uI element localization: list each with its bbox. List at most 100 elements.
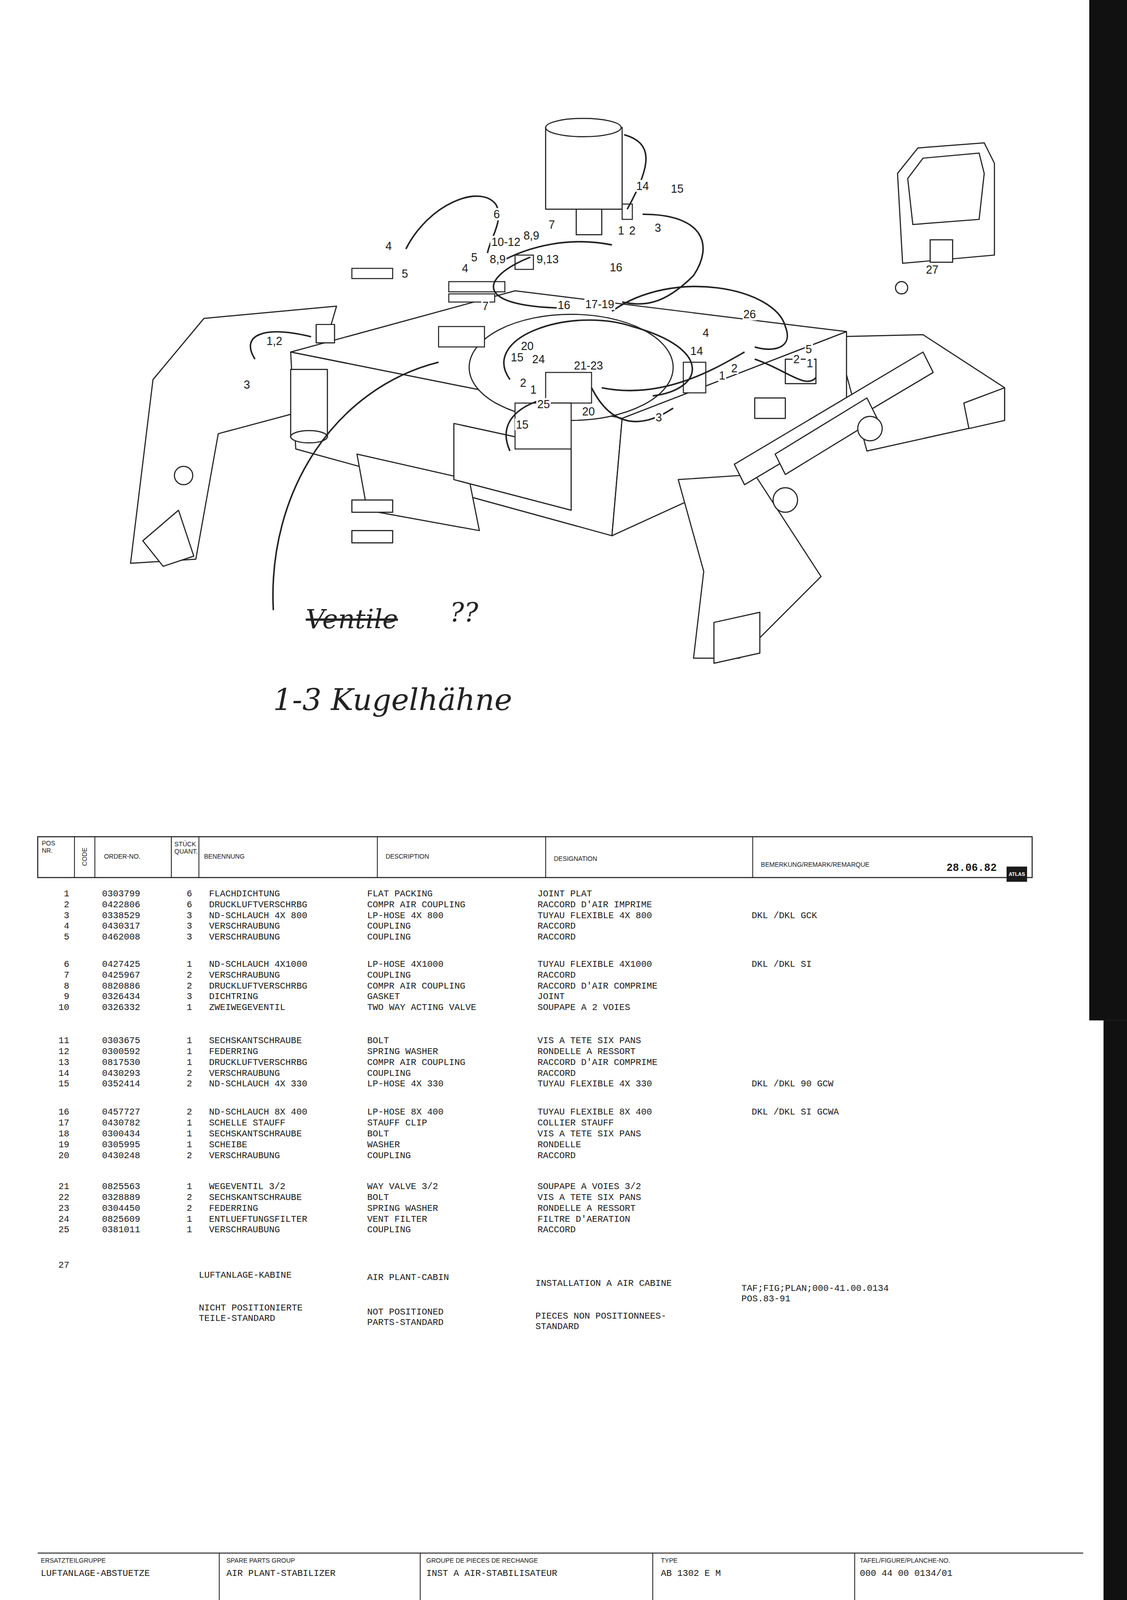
- table-header: CODE: [80, 847, 89, 866]
- table-cell: COUPLING: [367, 1149, 411, 1161]
- callout-number: 14: [689, 344, 704, 357]
- callout-number: 1: [617, 224, 626, 237]
- drawing-rect: [1103, 1020, 1127, 1600]
- footer-field: GROUPE DE PIECES DE RECHANGE: [426, 1556, 539, 1564]
- table-cell: DKL /DKL GCK: [751, 909, 818, 921]
- callout-number: 3: [653, 221, 663, 234]
- table-cell: JOINT PLAT: [537, 888, 593, 899]
- callout-number: 21-23: [573, 359, 604, 371]
- table-cell: SECHSKANTSCHRAUBE: [209, 1035, 302, 1046]
- drawing-path: [601, 351, 745, 391]
- footer-field: AIR PLANT-STABILIZER: [226, 1567, 336, 1579]
- table-cell: ND-SCHLAUCH 4X 330: [209, 1078, 308, 1089]
- table-cell: 2: [186, 980, 193, 991]
- table-cell: 0338529: [101, 909, 140, 921]
- table-cell: 6: [186, 888, 193, 899]
- table-header: DESIGNATION: [553, 854, 598, 863]
- table-cell: DKL /DKL SI GCWA: [751, 1106, 839, 1118]
- table-cell: 0817530: [101, 1056, 140, 1068]
- table-cell: FILTRE D'AERATION: [537, 1213, 631, 1224]
- footer-field: TYPE: [660, 1556, 678, 1564]
- drawing-polygon: [290, 351, 623, 536]
- table-cell: VERSCHRAUBUNG: [209, 920, 280, 932]
- table-header: DESCRIPTION: [385, 852, 429, 860]
- callout-number: 10-12: [490, 235, 522, 248]
- drawing-polygon: [907, 153, 984, 225]
- table-cell: SPRING WASHER: [367, 1046, 439, 1057]
- table-header: POS NR.: [41, 839, 60, 854]
- table-cell: 27: [58, 1259, 70, 1271]
- table-cell: 1: [186, 1002, 193, 1013]
- callout-number: 7: [481, 299, 490, 312]
- table-cell: RACCORD: [537, 969, 576, 980]
- table-cell: DKL /DKL 90 GCW: [751, 1078, 834, 1089]
- drawing-polygon: [963, 387, 1005, 429]
- drawing-path: [506, 399, 541, 451]
- callout-number: 16: [608, 261, 624, 274]
- table-cell: 2: [186, 1149, 193, 1161]
- table-cell: 0430293: [101, 1067, 140, 1078]
- table-cell: VERSCHRAUBUNG: [209, 1067, 280, 1078]
- handwritten-note: Ventile: [305, 603, 399, 635]
- table-cell: RACCORD: [537, 1224, 576, 1235]
- drawing-polygon: [713, 612, 760, 664]
- table-cell: COUPLING: [367, 1067, 411, 1078]
- table-cell: TUYAU FLEXIBLE 8X 400: [537, 1106, 653, 1118]
- table-cell: 2: [186, 1191, 193, 1203]
- table-cell: 23: [58, 1202, 70, 1213]
- table-cell: 25: [58, 1224, 70, 1235]
- table-cell: SECHSKANTSCHRAUBE: [209, 1127, 302, 1139]
- table-cell: 1: [186, 958, 193, 969]
- table-cell: RACCORD D'AIR IMPRIME: [537, 898, 653, 910]
- callout-number: 7: [547, 218, 556, 231]
- table-cell: 14: [58, 1067, 70, 1078]
- table-cell: 9: [64, 991, 70, 1002]
- drawing-rect: [448, 281, 505, 292]
- drawing-path: [612, 286, 788, 350]
- cabin-inset: [895, 142, 995, 294]
- table-cell: RACCORD D'AIR COMPRIME: [537, 1056, 658, 1068]
- table-rules: [37, 836, 1083, 1600]
- table-cell: VERSCHRAUBUNG: [209, 931, 280, 943]
- table-cell: 0328889: [101, 1191, 140, 1203]
- drawing-rect: [438, 326, 485, 347]
- table-cell: GASKET: [367, 991, 400, 1002]
- callout-number: 2: [628, 224, 637, 237]
- table-cell: 0422806: [101, 898, 140, 910]
- drawing-polygon: [142, 509, 194, 566]
- table-cell: DRUCKLUFTVERSCHRBG: [209, 980, 308, 991]
- callout-number: 15: [669, 182, 685, 195]
- air-hoses: [250, 134, 816, 610]
- drawing-rect: [290, 369, 328, 437]
- table-cell: COLLIER STAUFF: [537, 1117, 614, 1128]
- table-cell: 2: [186, 1202, 193, 1213]
- table-cell: COUPLING: [367, 1224, 411, 1235]
- table-cell: TUYAU FLEXIBLE 4X 330: [537, 1078, 653, 1089]
- table-cell: 1: [186, 1181, 193, 1192]
- table-cell: 20: [58, 1149, 70, 1161]
- table-cell: 3: [186, 909, 193, 921]
- table-cell: 2: [64, 898, 70, 910]
- footer-field: 000 44 00 0134/01: [859, 1567, 953, 1579]
- table-cell: 6: [64, 958, 70, 969]
- callout-number: 17-19: [584, 298, 616, 310]
- table-cell: NICHT POSITIONIERTE TEILE-STANDARD: [199, 1302, 313, 1324]
- drawing-path: [273, 362, 439, 611]
- table-cell: COMPR AIR COUPLING: [367, 980, 466, 991]
- table-cell: VERSCHRAUBUNG: [209, 969, 280, 980]
- table-cell: 0305995: [101, 1138, 140, 1150]
- callout-number: 4: [384, 239, 393, 252]
- table-cell: 11: [58, 1035, 70, 1046]
- drawing-rect: [351, 499, 393, 513]
- table-cell: NOT POSITIONED PARTS-STANDARD: [367, 1306, 449, 1328]
- drawing-rect: [754, 398, 786, 419]
- table-cell: 3: [64, 909, 70, 921]
- table-header: BENENNUNG: [204, 852, 245, 860]
- footer-field: INST A AIR-STABILISATEUR: [426, 1567, 558, 1579]
- date: 28.06.82: [946, 862, 997, 874]
- table-cell: 12: [58, 1046, 70, 1057]
- table-cell: 1: [186, 1035, 193, 1046]
- table-cell: 0300592: [101, 1046, 140, 1057]
- drawing-polygon: [734, 351, 934, 485]
- table-cell: 1: [186, 1224, 193, 1235]
